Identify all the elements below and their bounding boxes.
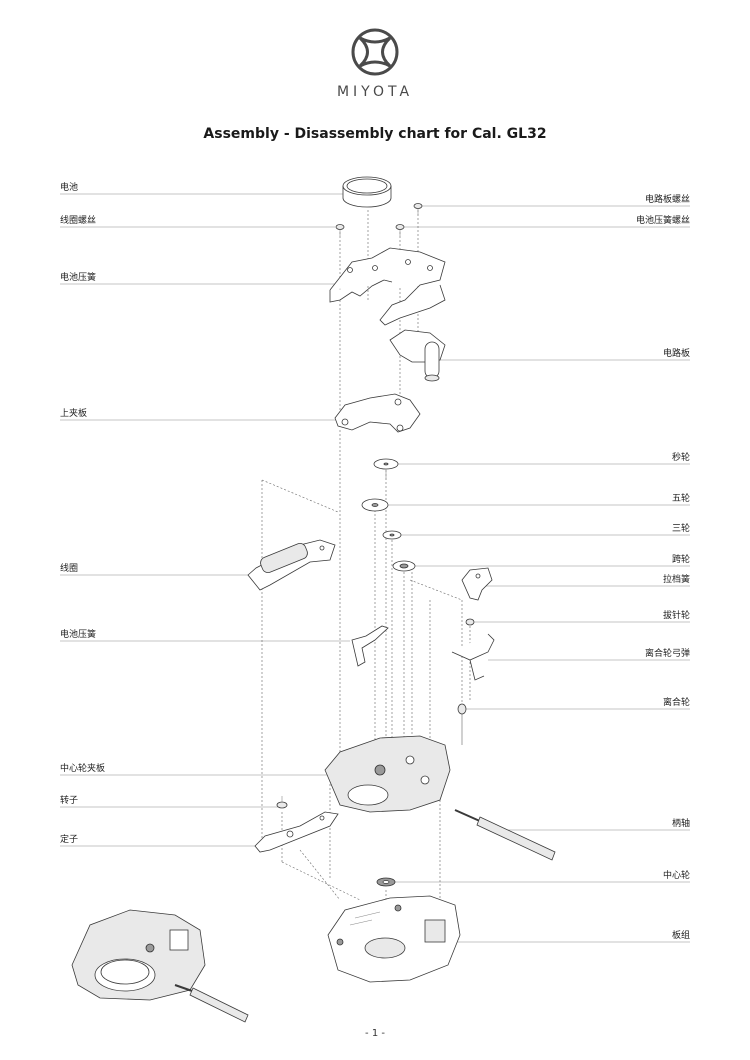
label-coil: 线圈 [60, 564, 79, 574]
label-circuit-board: 电路板 [662, 349, 690, 359]
label-main-plate: 板组 [671, 931, 690, 941]
label-upper-plate: 上夹板 [60, 409, 88, 419]
label-fifth-wheel: 五轮 [671, 494, 690, 504]
label-stem: 柄轴 [671, 819, 690, 829]
label-circuit-screw: 电路板螺丝 [644, 195, 690, 205]
label-battery: 电池 [60, 183, 79, 193]
page-number: - 1 - [365, 1028, 385, 1039]
battery-part [342, 176, 392, 208]
label-rotor: 转子 [60, 796, 79, 806]
label-setting-lever-spring: 拉档簧 [662, 575, 690, 585]
leader-lines [60, 193, 690, 943]
label-clutch-spring: 离合轮弓弹 [644, 649, 690, 659]
assembly-guides [261, 210, 471, 940]
minute-wheel-part [392, 560, 416, 572]
second-wheel-part [373, 458, 399, 480]
rotor-part [276, 796, 288, 809]
label-setting-wheel: 拔针轮 [662, 611, 690, 621]
label-center-wheel-bridge: 中心轮夹板 [60, 764, 106, 774]
label-center-wheel: 中心轮 [662, 871, 690, 881]
main-plate-part [327, 895, 461, 983]
coil-part [247, 539, 336, 591]
page-title: Assembly - Disassembly chart for Cal. GL… [203, 126, 547, 142]
fifth-wheel-part [361, 498, 389, 512]
label-battery-spring-screw: 电池压簧螺丝 [635, 216, 690, 226]
label-coil-screw: 线圈螺丝 [60, 216, 97, 226]
upper-plate-part [334, 393, 421, 433]
clutch-spring-part [451, 633, 495, 681]
miyota-logo-icon [351, 28, 399, 76]
center-wheel-part [376, 877, 396, 887]
battery-spring-lower-part [351, 625, 389, 667]
third-wheel-part [382, 530, 402, 540]
stem-part [454, 809, 556, 861]
stator-part [254, 811, 339, 853]
label-battery-spring-lower: 电池压簧 [60, 630, 97, 640]
setting-lever-spring-part [461, 567, 493, 601]
circuit-board-part [389, 329, 446, 382]
center-wheel-bridge-part [324, 735, 451, 813]
label-minute-wheel: 跨轮 [671, 555, 690, 565]
battery-spring-top-part [329, 247, 446, 326]
label-clutch-wheel: 离合轮 [662, 698, 690, 708]
assembled-movement-part [71, 909, 249, 1023]
label-battery-spring-top: 电池压簧 [60, 273, 97, 283]
label-third-wheel: 三轮 [671, 524, 690, 534]
label-second-wheel: 秒轮 [671, 453, 690, 463]
brand-name: MIYOTA [336, 84, 414, 100]
screw-icons [335, 203, 423, 236]
clutch-wheel-part [457, 703, 467, 715]
setting-wheel-part [465, 618, 475, 626]
label-stator: 定子 [60, 835, 79, 845]
